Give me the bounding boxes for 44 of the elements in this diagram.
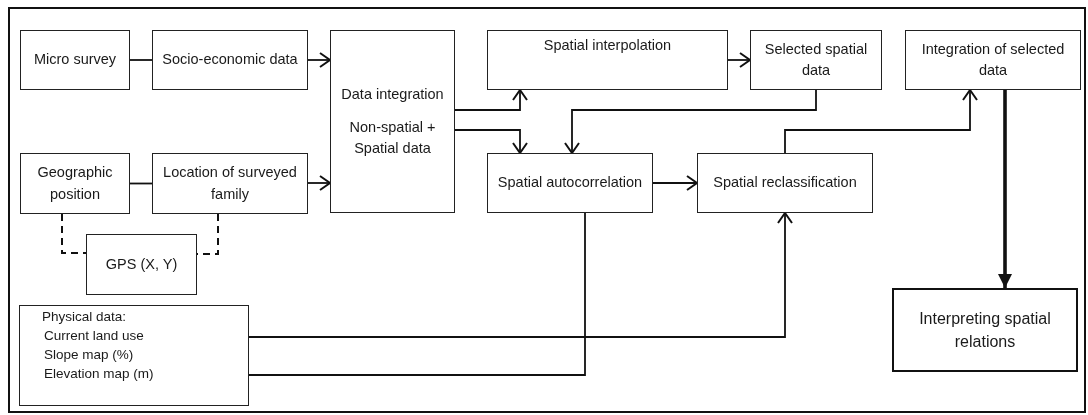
connector-line — [129, 182, 153, 185]
arrow — [454, 89, 528, 111]
box-text: Geographic position — [36, 163, 114, 204]
box-text: Integration of selected data — [920, 40, 1066, 80]
connector-line — [248, 212, 586, 376]
box-text: Interpreting spatial relations — [918, 308, 1052, 352]
process-box — [19, 305, 249, 406]
process-box — [20, 30, 130, 90]
process-box — [152, 153, 308, 214]
process-box — [750, 30, 882, 90]
box-text: Non-spatial + Spatial data — [348, 118, 437, 158]
arrow — [454, 129, 528, 154]
box-text: Spatial autocorrelation — [497, 173, 643, 193]
box-text: Current land use — [43, 326, 144, 345]
arrow — [564, 89, 817, 154]
arrow — [784, 89, 978, 154]
box-text: Slope map (%) — [43, 345, 134, 364]
process-box — [905, 30, 1081, 90]
box-text: Selected spatial data — [763, 40, 869, 80]
arrow — [307, 52, 331, 68]
arrow — [998, 90, 1012, 288]
process-box — [487, 153, 653, 213]
arrow — [307, 175, 331, 191]
process-box — [86, 234, 197, 295]
box-text: Elevation map (m) — [43, 364, 154, 383]
box-text: Data integration — [341, 84, 444, 104]
process-box — [487, 30, 728, 90]
box-text: Location of surveyed family — [162, 163, 298, 204]
process-box — [892, 288, 1078, 372]
box-text: Physical data: — [41, 308, 127, 326]
box-text: Spatial interpolation — [543, 36, 672, 55]
box-text: GPS (X, Y) — [105, 255, 178, 274]
arrow — [248, 212, 793, 338]
process-box — [152, 30, 308, 90]
box-text: Socio-economic data — [162, 50, 298, 70]
process-box — [20, 153, 130, 214]
process-box — [697, 153, 873, 213]
box-text: Spatial reclassification — [713, 173, 857, 193]
arrow — [727, 52, 751, 68]
process-box — [330, 30, 455, 213]
dashed-connector — [61, 213, 87, 254]
arrow — [652, 175, 698, 191]
connector-line — [129, 59, 153, 61]
box-text: Micro survey — [33, 50, 117, 70]
